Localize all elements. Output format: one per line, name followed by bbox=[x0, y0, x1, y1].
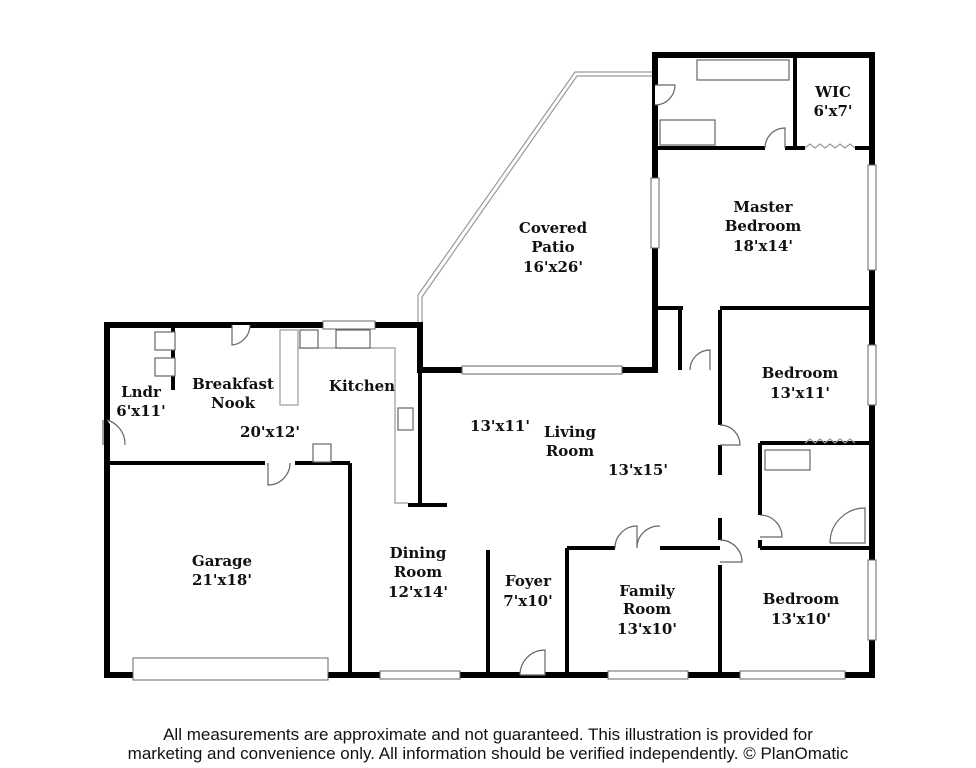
room-name: Patio bbox=[531, 238, 574, 256]
svg-text:20'x12': 20'x12' bbox=[240, 423, 300, 441]
svg-text:21'x18': 21'x18' bbox=[192, 571, 252, 589]
room-name: Bedroom bbox=[763, 590, 840, 608]
room-name: Lndr bbox=[121, 383, 162, 401]
svg-text:13'x11': 13'x11' bbox=[770, 384, 830, 402]
svg-text:Room: Room bbox=[623, 600, 671, 618]
svg-text:Covered: Covered bbox=[519, 219, 588, 237]
room-size: 6'x11' bbox=[116, 402, 165, 420]
svg-text:WIC: WIC bbox=[814, 83, 851, 101]
room-name: Room bbox=[623, 600, 671, 618]
svg-text:Bedroom: Bedroom bbox=[762, 364, 839, 382]
svg-text:16'x26': 16'x26' bbox=[523, 258, 583, 276]
room-size: 13'x11' bbox=[770, 384, 830, 402]
room-size: 18'x14' bbox=[733, 237, 793, 255]
room-name: Covered bbox=[519, 219, 588, 237]
svg-text:Bedroom: Bedroom bbox=[763, 590, 840, 608]
room-size: 13'x11' bbox=[470, 417, 530, 435]
room-size: 6'x7' bbox=[813, 102, 852, 120]
disclaimer-line: marketing and convenience only. All info… bbox=[127, 744, 849, 763]
disclaimer: All measurements are approximate and not… bbox=[0, 725, 976, 763]
room-name: Kitchen bbox=[329, 377, 395, 395]
room-size: 13'x10' bbox=[771, 610, 831, 628]
svg-text:Living: Living bbox=[544, 423, 597, 441]
interior-walls bbox=[107, 55, 872, 675]
svg-text:Bedroom: Bedroom bbox=[725, 217, 802, 235]
svg-text:Master: Master bbox=[733, 198, 793, 216]
room-size: 20'x12' bbox=[240, 423, 300, 441]
room-name: Nook bbox=[211, 394, 256, 412]
room-name: Family bbox=[619, 582, 676, 600]
svg-text:Kitchen: Kitchen bbox=[329, 377, 395, 395]
patio-outline bbox=[417, 71, 655, 322]
disclaimer-line: All measurements are approximate and not… bbox=[163, 725, 813, 744]
room-name: Bedroom bbox=[762, 364, 839, 382]
svg-text:13'x10': 13'x10' bbox=[617, 620, 677, 638]
svg-text:12'x14': 12'x14' bbox=[388, 583, 448, 601]
fixtures bbox=[154, 59, 866, 544]
svg-text:Lndr: Lndr bbox=[121, 383, 162, 401]
room-name: Bedroom bbox=[725, 217, 802, 235]
room-name: WIC bbox=[814, 83, 851, 101]
svg-text:Nook: Nook bbox=[211, 394, 256, 412]
svg-text:6'x7': 6'x7' bbox=[813, 102, 852, 120]
room-name: Breakfast bbox=[192, 375, 274, 393]
exterior-walls bbox=[104, 52, 875, 678]
svg-text:7'x10': 7'x10' bbox=[503, 592, 552, 610]
room-name: Room bbox=[394, 563, 442, 581]
room-size: 16'x26' bbox=[523, 258, 583, 276]
windows bbox=[132, 164, 877, 681]
svg-text:13'x15': 13'x15' bbox=[608, 461, 668, 479]
doors bbox=[102, 84, 786, 676]
room-name: Dining bbox=[390, 544, 447, 562]
svg-text:13'x10': 13'x10' bbox=[771, 610, 831, 628]
room-name: Living bbox=[544, 423, 597, 441]
svg-text:13'x11': 13'x11' bbox=[470, 417, 530, 435]
svg-text:Room: Room bbox=[546, 442, 594, 460]
svg-text:Family: Family bbox=[619, 582, 676, 600]
room-name: Room bbox=[546, 442, 594, 460]
room-size: 21'x18' bbox=[192, 571, 252, 589]
svg-text:Dining: Dining bbox=[390, 544, 447, 562]
room-size: 7'x10' bbox=[503, 592, 552, 610]
room-size: 13'x15' bbox=[608, 461, 668, 479]
svg-text:Breakfast: Breakfast bbox=[192, 375, 274, 393]
room-name: Master bbox=[733, 198, 793, 216]
svg-text:Garage: Garage bbox=[192, 552, 252, 570]
svg-text:Foyer: Foyer bbox=[505, 572, 552, 590]
svg-text:18'x14': 18'x14' bbox=[733, 237, 793, 255]
room-name: Garage bbox=[192, 552, 252, 570]
svg-text:Patio: Patio bbox=[531, 238, 574, 256]
svg-text:6'x11': 6'x11' bbox=[116, 402, 165, 420]
room-size: 13'x10' bbox=[617, 620, 677, 638]
svg-text:Room: Room bbox=[394, 563, 442, 581]
room-size: 12'x14' bbox=[388, 583, 448, 601]
patio-outline-inner bbox=[421, 75, 655, 322]
room-name: Foyer bbox=[505, 572, 552, 590]
